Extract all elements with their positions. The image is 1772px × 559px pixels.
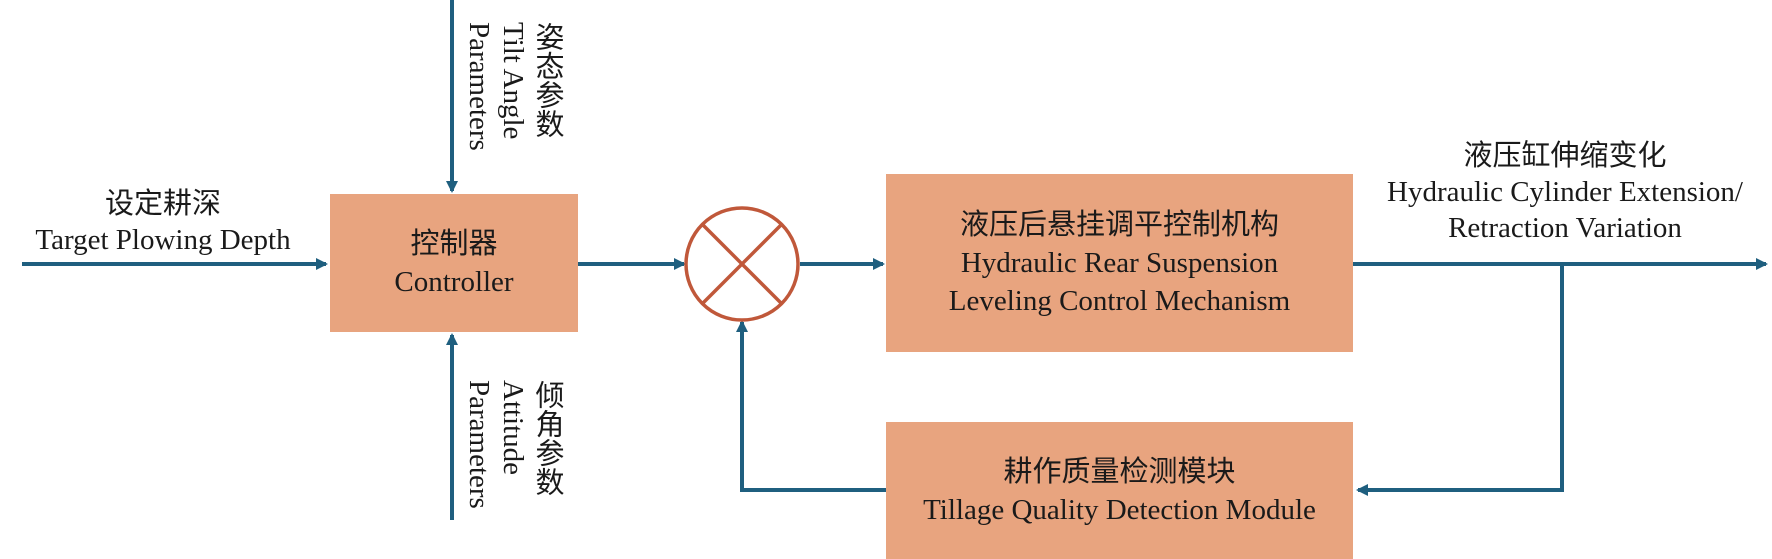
detection-label-zh: 耕作质量检测模块 xyxy=(1003,455,1236,488)
detection-label-en: Tillage Quality Detection Module xyxy=(923,493,1316,526)
mechanism-block: 液压后悬挂调平控制机构 Hydraulic Rear Suspension Le… xyxy=(886,174,1353,352)
tilt-angle-label: 姿态参数 Tilt Angle Parameters xyxy=(462,22,564,151)
output-zh: 液压缸伸缩变化 xyxy=(1463,140,1667,172)
controller-block: 控制器 Controller xyxy=(330,194,578,332)
target-depth-en: Target Plowing Depth xyxy=(35,224,291,256)
target-depth-zh: 设定耕深 xyxy=(104,188,221,220)
controller-label-zh: 控制器 xyxy=(410,228,498,260)
attitude-en-line2: Parameters xyxy=(463,380,495,509)
tilt-angle-en-line1: Tilt Angle xyxy=(497,22,529,140)
target-depth-label: 设定耕深 Target Plowing Depth xyxy=(18,186,308,258)
attitude-en-line1: Attitude xyxy=(497,380,529,476)
tilt-angle-en-line2: Parameters xyxy=(463,22,495,151)
output-en-line1: Hydraulic Cylinder Extension/ xyxy=(1387,176,1743,208)
mechanism-label-en-line2: Leveling Control Mechanism xyxy=(948,285,1291,317)
mechanism-label-zh: 液压后悬挂调平控制机构 xyxy=(959,209,1279,241)
summing-junction-icon xyxy=(684,206,800,322)
output-en-line2: Retraction Variation xyxy=(1448,212,1682,244)
feedback-branch-line xyxy=(1356,264,1564,496)
mechanism-label-en-line1: Hydraulic Rear Suspension xyxy=(960,247,1279,279)
detection-block: 耕作质量检测模块 Tillage Quality Detection Modul… xyxy=(886,422,1353,559)
output-label: 液压缸伸缩变化 Hydraulic Cylinder Extension/ Re… xyxy=(1360,138,1770,246)
controller-label-en: Controller xyxy=(394,266,514,298)
tilt-angle-zh: 姿态参数 xyxy=(531,22,563,138)
feedback-to-junction-line xyxy=(736,320,886,492)
attitude-zh: 倾角参数 xyxy=(531,380,563,496)
attitude-label: 倾角参数 Attitude Parameters xyxy=(462,380,564,509)
